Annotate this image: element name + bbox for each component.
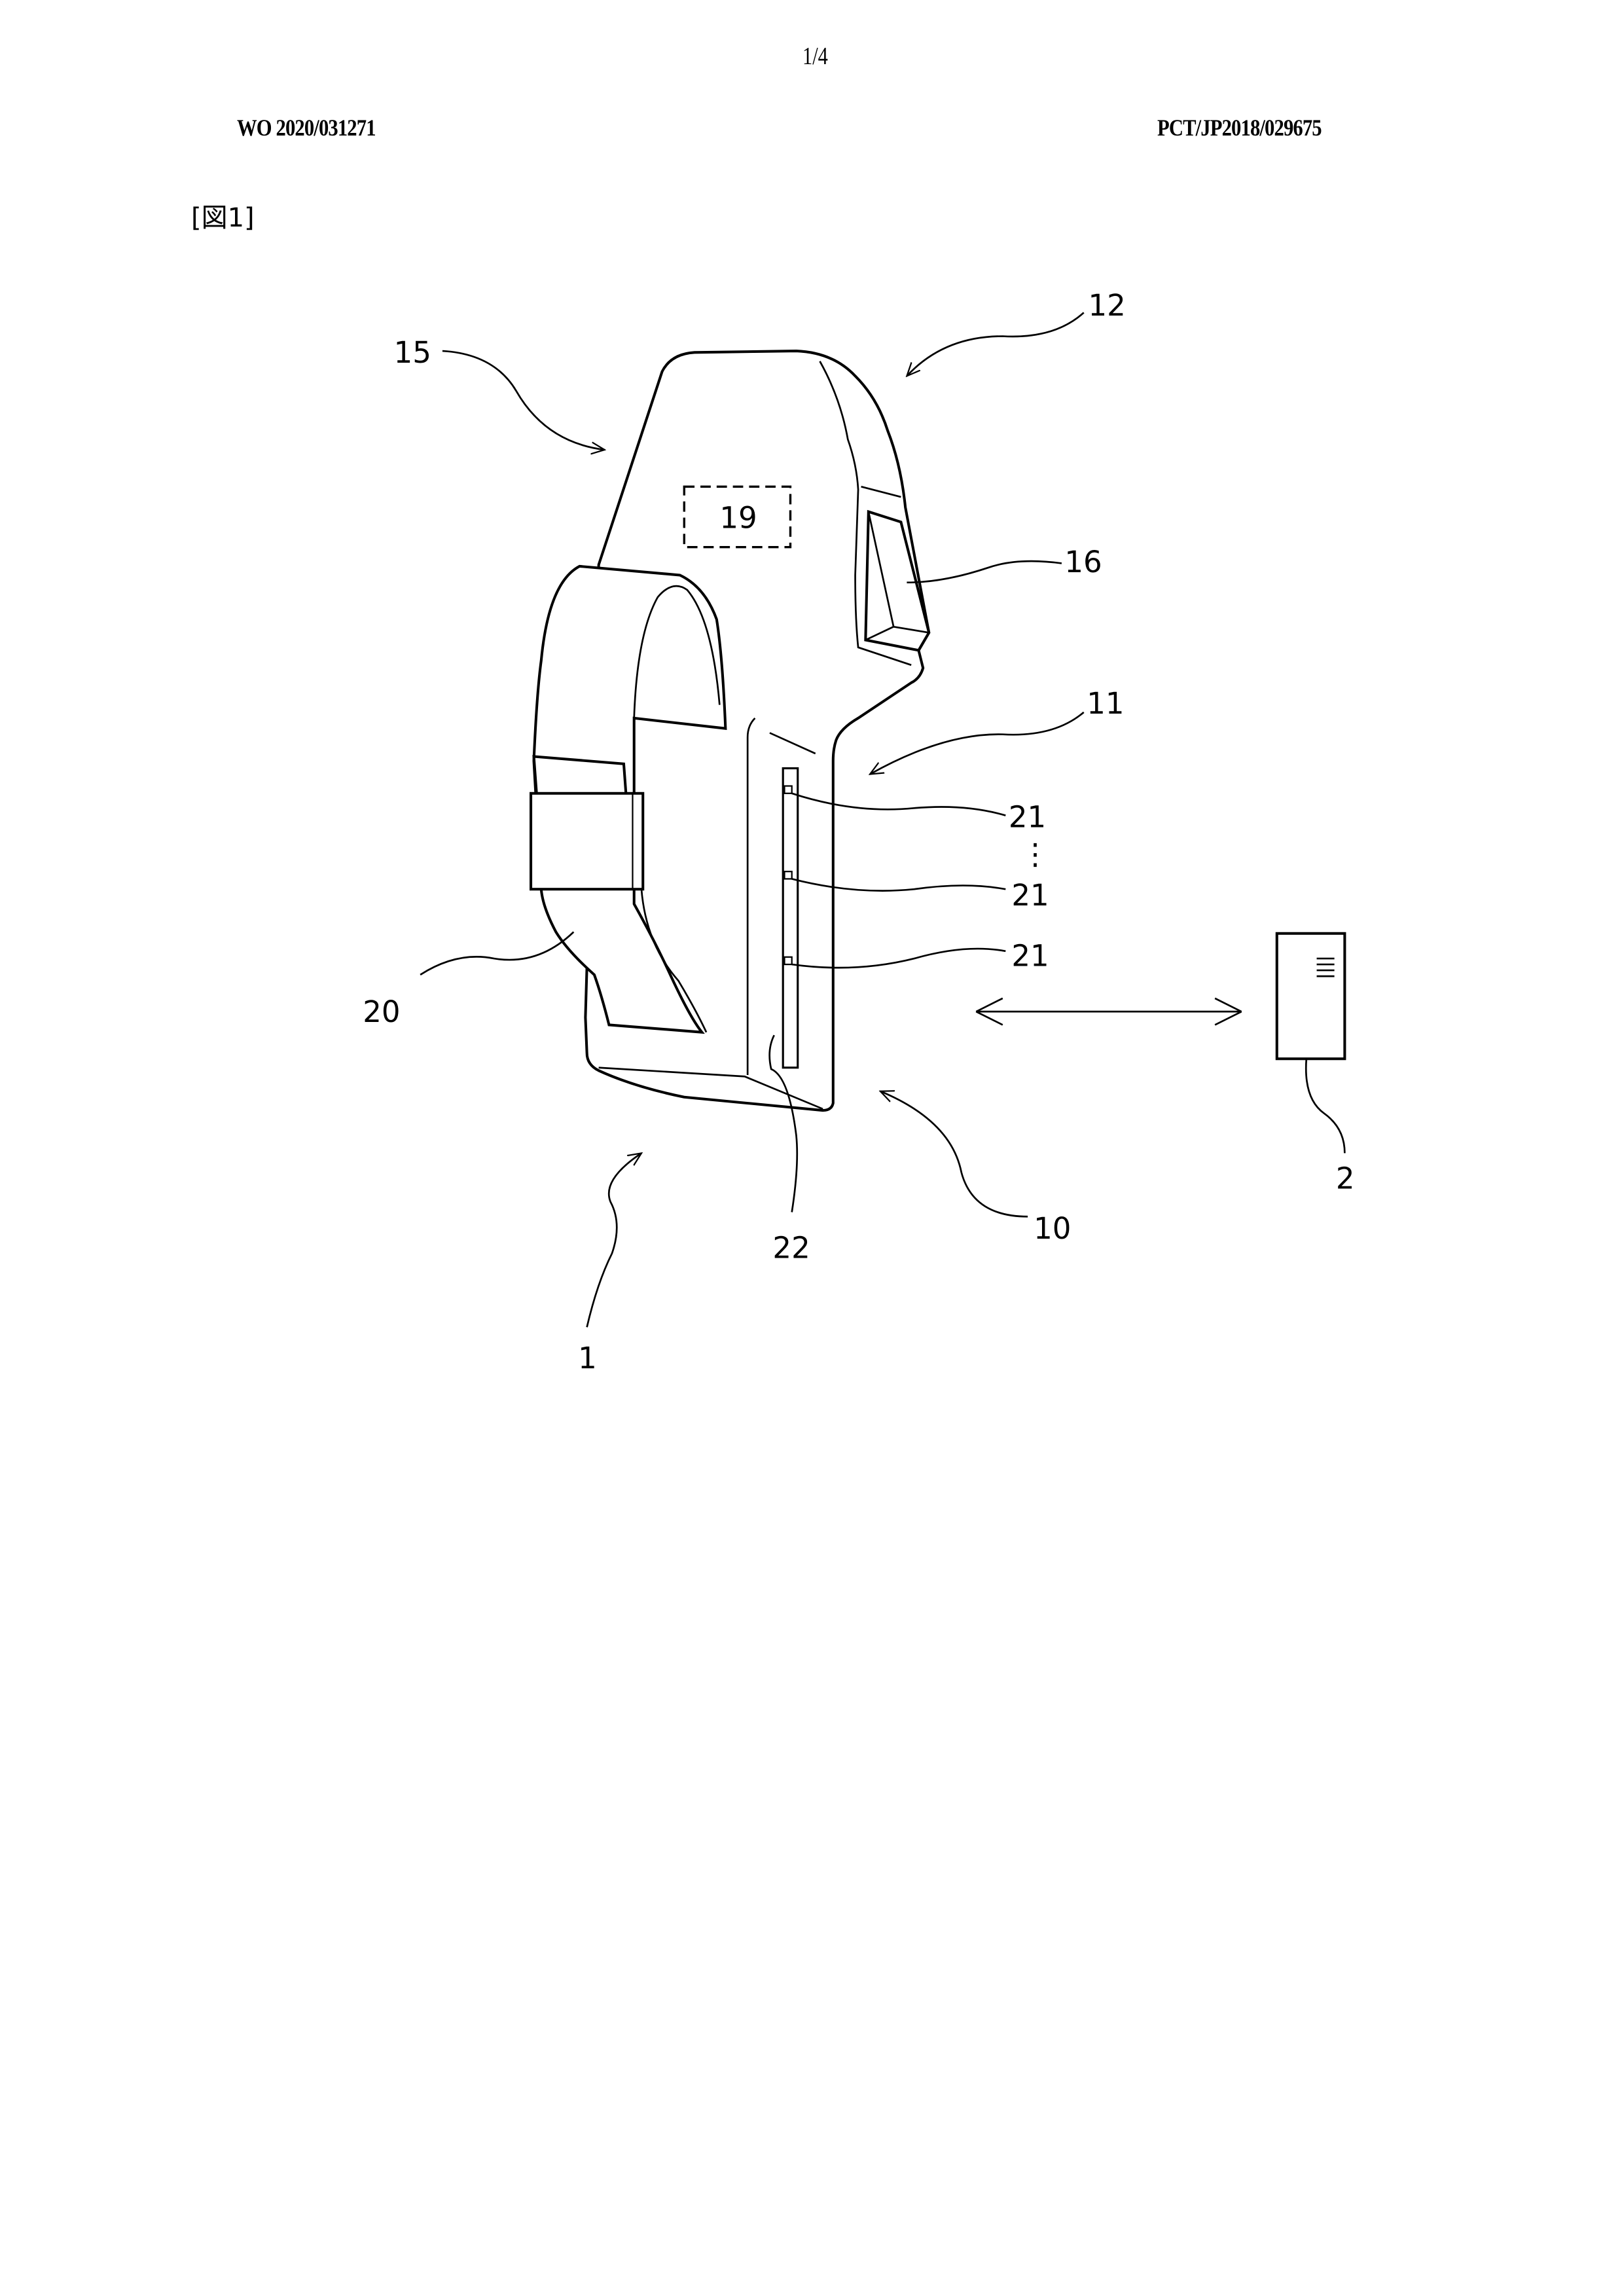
numeral-21-b: 21 bbox=[1011, 878, 1049, 913]
communication-arrow bbox=[975, 997, 1242, 1026]
sensor-21-c bbox=[784, 956, 793, 966]
sensor-21-b bbox=[784, 871, 793, 880]
numeral-12: 12 bbox=[1088, 288, 1125, 323]
slot-22 bbox=[782, 767, 799, 1069]
publication-number: WO 2020/031271 bbox=[237, 115, 376, 141]
front-face-edge bbox=[746, 717, 756, 1076]
leader-12 bbox=[907, 312, 1085, 376]
numeral-21-ellipsis: ⋮ bbox=[1020, 837, 1050, 871]
front-face-line bbox=[769, 732, 816, 755]
leader-16 bbox=[907, 560, 1062, 584]
leader-21-a bbox=[791, 792, 1006, 816]
sensor-21-a bbox=[784, 785, 793, 794]
leader-1 bbox=[586, 1153, 641, 1328]
leader-22 bbox=[768, 1034, 799, 1212]
leader-21-c bbox=[791, 947, 1006, 969]
page-number: 1/4 bbox=[802, 43, 828, 70]
numeral-22: 22 bbox=[772, 1230, 810, 1265]
buckle bbox=[530, 792, 645, 891]
numeral-19: 19 bbox=[719, 500, 757, 535]
terminal-indicator-lines bbox=[1316, 957, 1335, 977]
leader-20 bbox=[420, 931, 575, 975]
bottom-edge bbox=[598, 1066, 823, 1110]
strap-inner-arch bbox=[633, 585, 721, 718]
numeral-10: 10 bbox=[1034, 1211, 1071, 1246]
terminal-2 bbox=[1275, 932, 1346, 1061]
leader-10 bbox=[880, 1091, 1028, 1218]
numeral-2: 2 bbox=[1336, 1161, 1355, 1195]
application-number: PCT/JP2018/029675 bbox=[1157, 115, 1322, 141]
leader-21-b bbox=[791, 878, 1006, 892]
part-16-face bbox=[865, 511, 929, 641]
strap-edge bbox=[640, 889, 708, 1033]
body-edge-upper bbox=[819, 361, 912, 666]
numeral-1: 1 bbox=[578, 1341, 597, 1376]
numeral-21-c: 21 bbox=[1011, 938, 1049, 973]
leader-2 bbox=[1305, 1059, 1346, 1154]
part-16-protrusion bbox=[864, 509, 931, 652]
numeral-11: 11 bbox=[1087, 686, 1124, 721]
numeral-21-a: 21 bbox=[1009, 800, 1046, 835]
leader-11 bbox=[870, 711, 1085, 774]
leader-15 bbox=[442, 350, 605, 450]
body-edge-line bbox=[861, 485, 901, 498]
numeral-20: 20 bbox=[363, 994, 400, 1029]
numeral-15: 15 bbox=[394, 335, 431, 370]
component-19-box bbox=[683, 485, 792, 549]
figure-label: [図1] bbox=[191, 203, 255, 233]
device-body bbox=[584, 350, 931, 1112]
numeral-16: 16 bbox=[1064, 545, 1102, 579]
